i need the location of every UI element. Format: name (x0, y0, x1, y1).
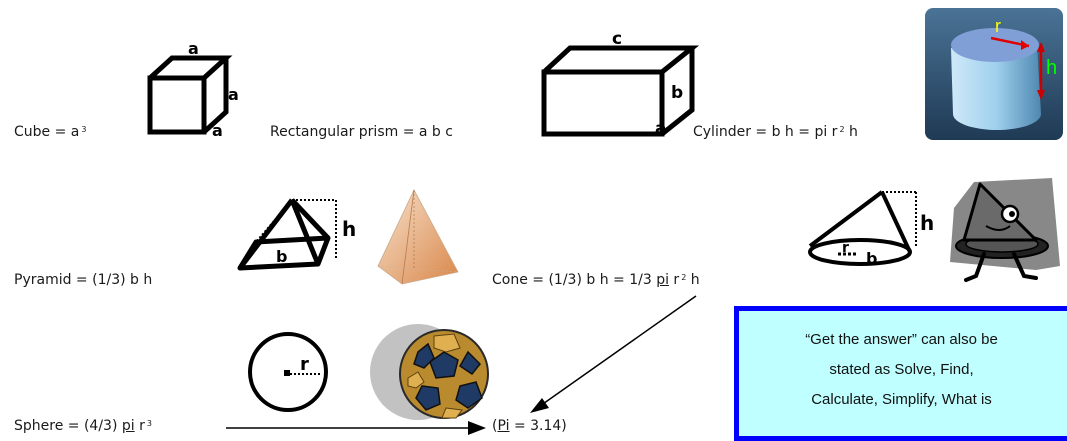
pyramid-photo (377, 189, 459, 285)
cube-label-top: a (188, 39, 199, 58)
cone-label-h: h (920, 211, 934, 235)
pi-open: ( (492, 418, 498, 434)
tip-line-2: stated as Solve, Find, (829, 361, 974, 378)
sphere-formula-text: Sphere = (4/3) (14, 418, 122, 434)
cube-figure: a a a (147, 39, 239, 140)
cylinder-formula-tail: h (848, 124, 858, 140)
soccer-ball-clipart (370, 324, 489, 420)
sphere-exponent: 3 (146, 419, 152, 428)
prism-formula: Rectangular prism = a b c (270, 124, 453, 140)
pyramid-label-b: b (276, 247, 287, 266)
tip-line-3: Calculate, Simplify, What is (811, 391, 992, 408)
tip-line-1: “Get the answer” can also be (805, 331, 998, 348)
cube-label-side: a (228, 85, 239, 104)
cone-r: r (668, 272, 680, 288)
cone-pi: pi (656, 272, 669, 288)
cone-formula-text: Cone = (1/3) b h = 1/3 (492, 272, 657, 288)
prism-label-side: b (671, 83, 683, 103)
pi-value: (Pi = 3.14) (492, 418, 567, 434)
cone-to-pi-arrow (539, 295, 697, 407)
cylinder-label-h: h (1046, 57, 1057, 79)
cone-figure: r b h (808, 190, 934, 268)
prism-label-top: c (612, 29, 622, 49)
prism-figure: c b a (541, 29, 700, 139)
sphere-figure: r (248, 332, 328, 412)
cylinder-figure: r h (925, 8, 1063, 140)
pyramid-formula: Pyramid = (1/3) b h (14, 272, 153, 288)
cube-formula-text: Cube = a (14, 124, 80, 140)
cone-label-r: r (842, 240, 849, 256)
cylinder-formula-text: Cylinder = b h = pi r (693, 124, 838, 140)
tip-note-box: “Get the answer” can also be stated as S… (734, 306, 1067, 441)
cylinder-label-r: r (995, 16, 1001, 36)
sphere-label-r: r (300, 354, 309, 375)
pi-symbol: Pi (497, 418, 510, 434)
cone-label-b: b (866, 249, 877, 268)
cone-exponent: 2 (681, 273, 687, 282)
cone-character-clipart (950, 178, 1060, 282)
pyramid-label-h: h (342, 217, 356, 241)
sphere-r: r (134, 418, 145, 434)
pi-rest: = 3.14) (509, 418, 567, 434)
pyramid-figure: b h (237, 198, 356, 271)
cube-label-bottom: a (212, 121, 223, 140)
cube-exponent: 3 (81, 125, 87, 134)
cylinder-exponent: 2 (839, 125, 845, 134)
sphere-pi: pi (121, 418, 135, 434)
prism-label-bottom: a (655, 119, 666, 139)
cone-formula-tail: h (690, 272, 700, 288)
